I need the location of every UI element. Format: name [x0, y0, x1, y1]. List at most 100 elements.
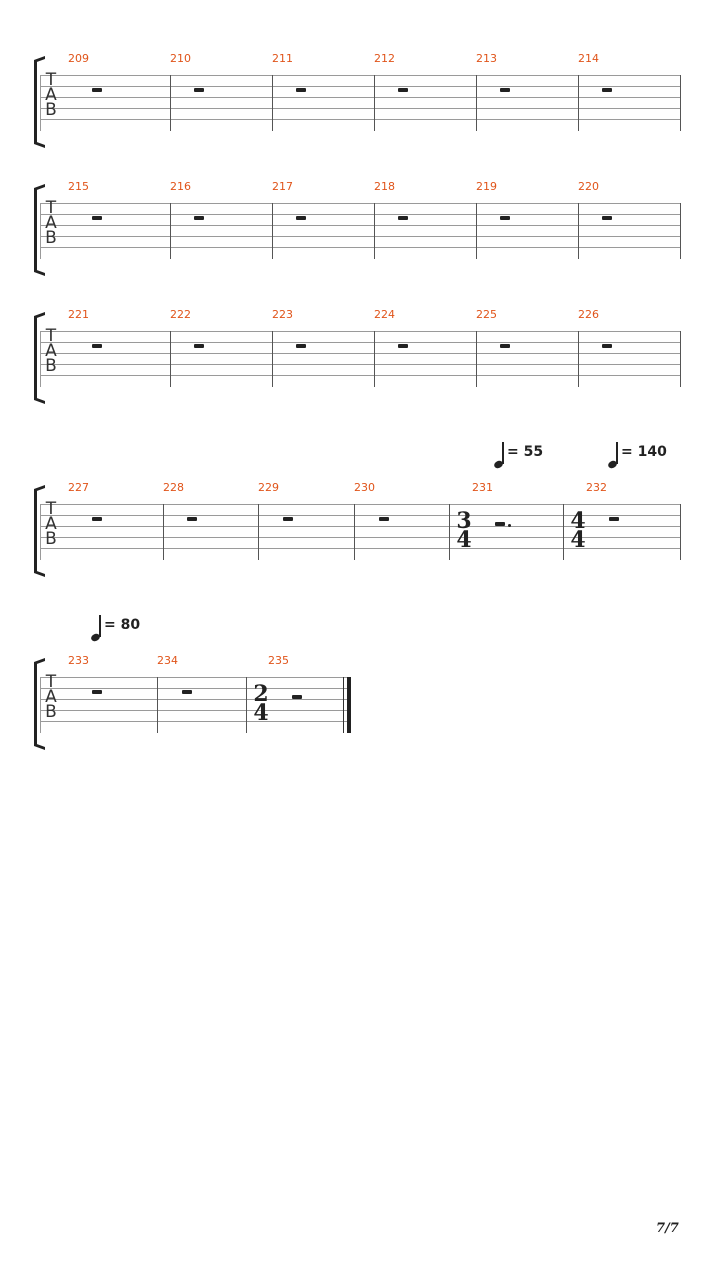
barline [476, 75, 477, 131]
tempo-value: = 55 [507, 444, 544, 460]
measure-number: 229 [258, 481, 279, 494]
tab-clef: T A B [44, 499, 58, 549]
whole-rest [92, 88, 102, 92]
barline [170, 331, 171, 387]
tab-letter-a: A [45, 85, 57, 105]
staff-start-line [40, 504, 41, 560]
tab-staff [40, 331, 681, 386]
barline [272, 203, 273, 259]
measure-number: 233 [68, 654, 89, 667]
whole-rest [92, 690, 102, 694]
barline [578, 75, 579, 131]
tab-staff [40, 203, 681, 258]
measure-number: 216 [170, 180, 191, 193]
measure-number: 219 [476, 180, 497, 193]
measure-number: 234 [157, 654, 178, 667]
tempo-value: = 140 [621, 444, 667, 460]
tab-letter-t: T [45, 70, 57, 90]
barline [272, 75, 273, 131]
rest-dot [508, 524, 511, 527]
measure-number: 225 [476, 308, 497, 321]
whole-rest [187, 517, 197, 521]
tab-staff [40, 75, 681, 130]
whole-rest [602, 344, 612, 348]
tab-letter-b: B [45, 702, 57, 722]
staff-start-line [40, 75, 41, 131]
whole-rest [398, 88, 408, 92]
time-signature-top: 2 [253, 681, 269, 707]
whole-rest [398, 344, 408, 348]
time-signature: 3 4 [455, 508, 473, 553]
note-stem [502, 442, 504, 464]
barline [578, 331, 579, 387]
system-bracket [34, 60, 43, 144]
barline [163, 504, 164, 560]
tab-clef: T A B [44, 200, 58, 247]
note-stem [99, 615, 101, 637]
measure-number: 226 [578, 308, 599, 321]
tab-letter-t: T [45, 499, 57, 519]
whole-rest [379, 517, 389, 521]
barline [157, 677, 158, 733]
measure-number: 228 [163, 481, 184, 494]
tab-letter-a: A [45, 213, 57, 233]
barline [374, 331, 375, 387]
measure-number: 231 [472, 481, 493, 494]
system-bracket [34, 662, 43, 746]
measure-number: 210 [170, 52, 191, 65]
tab-letter-a: A [45, 514, 57, 534]
whole-rest [602, 88, 612, 92]
tab-letter-b: B [45, 529, 57, 549]
barline [476, 331, 477, 387]
whole-rest [500, 88, 510, 92]
whole-rest [398, 216, 408, 220]
time-signature-top: 3 [456, 508, 472, 534]
tab-letter-a: A [45, 341, 57, 361]
measure-number: 211 [272, 52, 293, 65]
staff-start-line [40, 331, 41, 387]
whole-rest [182, 690, 192, 694]
time-signature-bottom: 4 [570, 527, 586, 553]
barline [578, 203, 579, 259]
final-barline-thin [343, 677, 344, 733]
measure-number: 215 [68, 180, 89, 193]
tab-clef: T A B [44, 70, 58, 119]
whole-rest [296, 88, 306, 92]
tempo-value: = 80 [104, 617, 141, 633]
whole-rest [602, 216, 612, 220]
barline [680, 504, 681, 560]
time-signature: 4 4 [569, 510, 587, 553]
whole-rest [296, 216, 306, 220]
time-signature-bottom: 4 [456, 527, 472, 553]
barline [449, 504, 450, 560]
system-bracket [34, 316, 43, 400]
measure-number: 222 [170, 308, 191, 321]
measure-number: 230 [354, 481, 375, 494]
whole-rest [194, 344, 204, 348]
barline [680, 203, 681, 259]
measure-number: 227 [68, 481, 89, 494]
measure-number: 209 [68, 52, 89, 65]
tab-letter-b: B [45, 356, 57, 376]
tab-staff [40, 504, 681, 559]
whole-rest [500, 216, 510, 220]
measure-number: 213 [476, 52, 497, 65]
measure-number: 217 [272, 180, 293, 193]
system-bracket [34, 188, 43, 272]
whole-rest [283, 517, 293, 521]
barline [680, 331, 681, 387]
measure-number: 224 [374, 308, 395, 321]
final-barline-thick [347, 677, 351, 733]
measure-number: 232 [586, 481, 607, 494]
whole-rest [92, 216, 102, 220]
whole-rest [609, 517, 619, 521]
tab-letter-t: T [45, 326, 57, 346]
note-stem [616, 442, 618, 464]
whole-rest [92, 344, 102, 348]
tab-clef: T A B [44, 326, 58, 376]
barline [258, 504, 259, 560]
tab-letter-a: A [45, 687, 57, 707]
barline [476, 203, 477, 259]
barline [680, 75, 681, 131]
measure-number: 214 [578, 52, 599, 65]
